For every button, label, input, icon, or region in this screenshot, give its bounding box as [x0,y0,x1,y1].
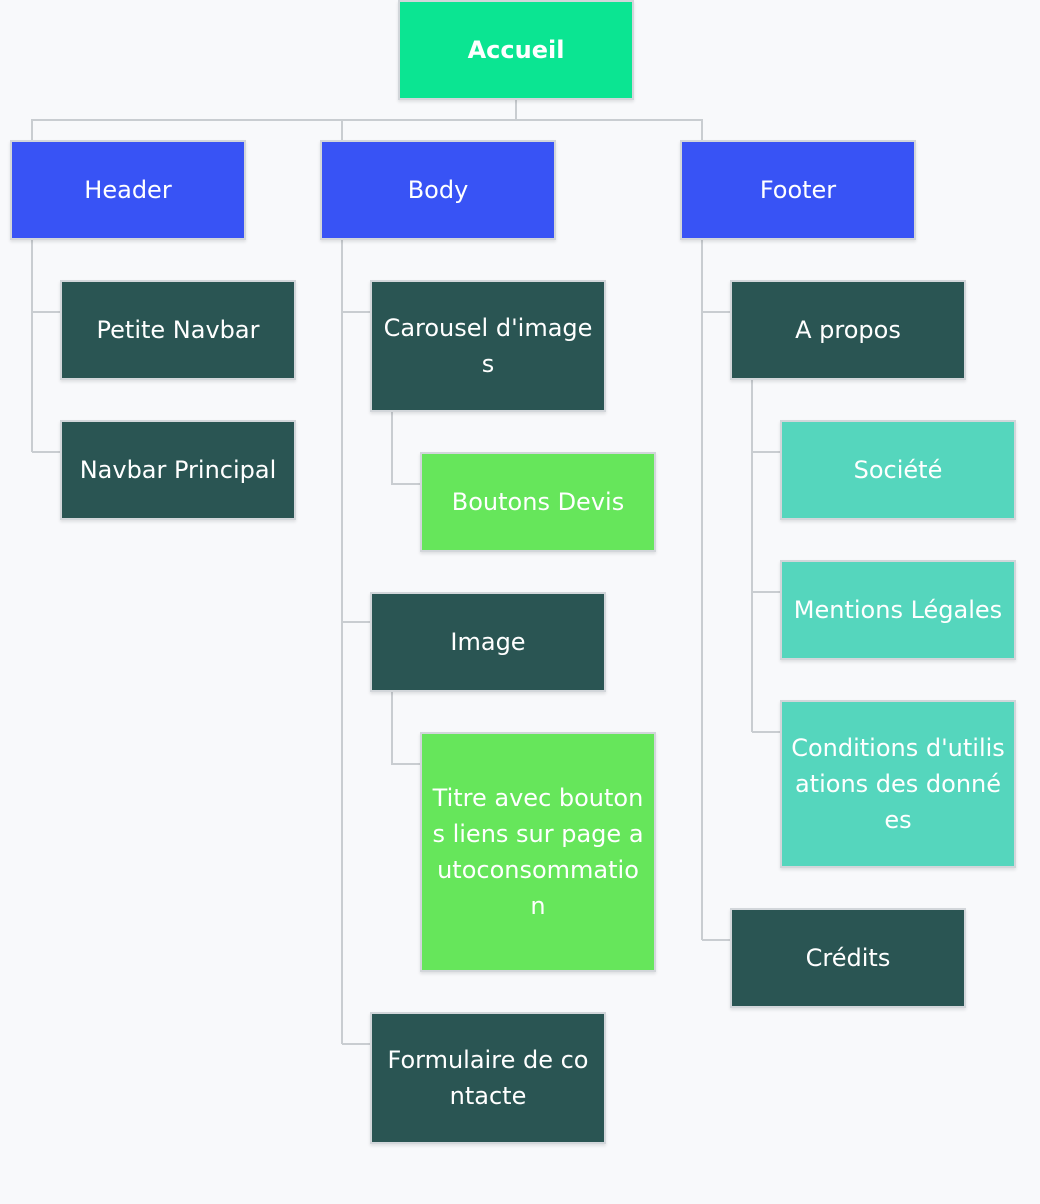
connector-line [391,412,422,485]
node-a-propos[interactable]: A propos [730,280,966,380]
node-carousel-images[interactable]: Carousel d'images [370,280,606,412]
node-mentions-legales[interactable]: Mentions Légales [780,560,1016,660]
node-body[interactable]: Body [320,140,556,240]
node-navbar-principal[interactable]: Navbar Principal [60,420,296,520]
connector-line [31,119,703,140]
node-societe[interactable]: Société [780,420,1016,520]
node-conditions-utilisation[interactable]: Conditions d'utilisations des données [780,700,1016,868]
node-image[interactable]: Image [370,592,606,692]
node-petite-navbar[interactable]: Petite Navbar [60,280,296,380]
node-accueil[interactable]: Accueil [398,0,634,100]
connector-line [391,692,422,765]
node-credits[interactable]: Crédits [730,908,966,1008]
node-formulaire-contacte[interactable]: Formulaire de contacte [370,1012,606,1144]
node-titre-boutons-liens[interactable]: Titre avec boutons liens sur page autoco… [420,732,656,972]
node-header[interactable]: Header [10,140,246,240]
node-footer[interactable]: Footer [680,140,916,240]
node-boutons-devis[interactable]: Boutons Devis [420,452,656,552]
